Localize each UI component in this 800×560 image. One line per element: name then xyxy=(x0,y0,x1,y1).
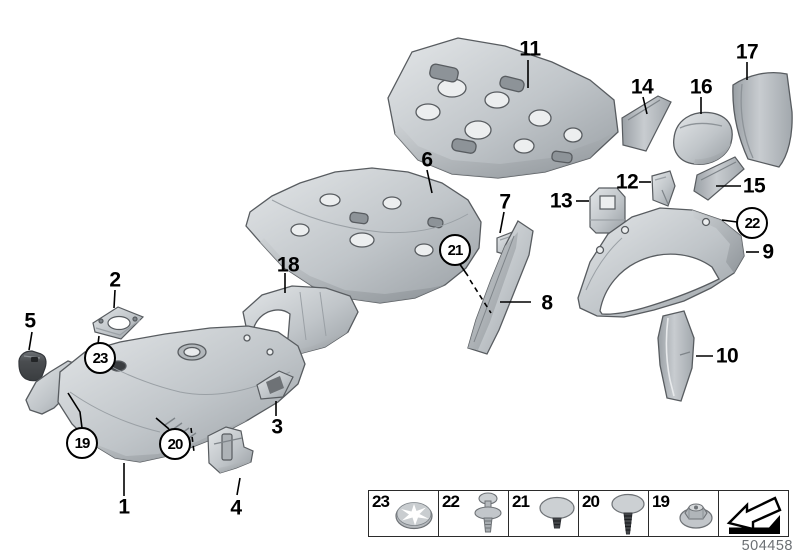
fastener-legend: 23 22 21 xyxy=(368,490,789,537)
legend-item-20[interactable]: 20 xyxy=(579,491,649,536)
direction-arrow-icon xyxy=(726,496,782,534)
part-10-shape[interactable] xyxy=(657,310,695,402)
star-lock-washer-icon xyxy=(395,502,433,530)
callout-5[interactable]: 5 xyxy=(24,309,36,333)
callout-7[interactable]: 7 xyxy=(499,190,511,214)
callout-20-circled[interactable]: 20 xyxy=(159,428,191,460)
part-9-shape[interactable] xyxy=(577,207,745,318)
part-14-shape[interactable] xyxy=(621,95,672,152)
callout-15[interactable]: 15 xyxy=(742,174,766,198)
part-4-shape[interactable] xyxy=(207,426,254,474)
part-15-shape[interactable] xyxy=(693,156,745,201)
part-13-shape[interactable] xyxy=(589,187,626,234)
callout-4[interactable]: 4 xyxy=(230,496,242,520)
leader-line-2 xyxy=(113,289,116,309)
legend-item-number: 19 xyxy=(652,492,670,511)
part-12-shape[interactable] xyxy=(651,170,676,207)
leader-line-21 xyxy=(458,262,469,277)
leader-line-14 xyxy=(642,96,648,115)
doc-number: 504458 xyxy=(741,538,793,554)
callout-21-circled[interactable]: 21 xyxy=(439,234,471,266)
screw-rivet-icon xyxy=(611,493,645,535)
part-3-shape[interactable] xyxy=(256,370,294,400)
part-16-shape[interactable] xyxy=(673,111,733,165)
leader-line-5 xyxy=(28,331,33,351)
callout-2[interactable]: 2 xyxy=(109,268,121,292)
legend-item-number: 22 xyxy=(442,492,460,511)
callout-13[interactable]: 13 xyxy=(549,189,573,213)
leader-line-21-dashed xyxy=(469,279,492,314)
callout-3[interactable]: 3 xyxy=(271,415,283,439)
legend-item-19[interactable]: 19 xyxy=(649,491,719,536)
leader-line-20 xyxy=(155,417,170,430)
callout-10[interactable]: 10 xyxy=(715,344,739,368)
part-2-shape[interactable] xyxy=(92,306,145,340)
callout-9[interactable]: 9 xyxy=(762,240,774,264)
callout-6[interactable]: 6 xyxy=(421,148,433,172)
legend-item-22[interactable]: 22 xyxy=(439,491,509,536)
legend-item-number: 23 xyxy=(372,492,390,511)
legend-item-number: 21 xyxy=(512,492,530,511)
leader-line-19 xyxy=(67,392,83,429)
mushroom-clip-icon xyxy=(539,496,575,529)
callout-22-circled[interactable]: 22 xyxy=(736,207,768,239)
callout-12[interactable]: 12 xyxy=(615,170,639,194)
callout-11[interactable]: 11 xyxy=(519,37,541,61)
callout-1[interactable]: 1 xyxy=(118,495,130,519)
callout-23-circled[interactable]: 23 xyxy=(84,342,116,374)
leader-line-4 xyxy=(236,477,241,496)
legend-item-number: 20 xyxy=(582,492,600,511)
part-5-shape[interactable] xyxy=(18,350,47,382)
callout-8[interactable]: 8 xyxy=(541,291,553,315)
part-6-shape[interactable] xyxy=(245,167,482,304)
callout-14[interactable]: 14 xyxy=(630,75,654,99)
leader-line-22 xyxy=(721,219,738,223)
plastic-nut-icon xyxy=(679,503,713,529)
part-11-shape[interactable] xyxy=(387,37,619,179)
callout-16[interactable]: 16 xyxy=(689,75,713,99)
leader-line-7 xyxy=(499,211,505,234)
leader-line-6 xyxy=(426,169,433,194)
callout-17[interactable]: 17 xyxy=(735,40,759,64)
part-17-shape[interactable] xyxy=(732,71,793,168)
legend-arrow-cell[interactable] xyxy=(719,491,788,536)
callout-18[interactable]: 18 xyxy=(276,253,300,277)
legend-item-23[interactable]: 23 xyxy=(369,491,439,536)
expanding-rivet-icon xyxy=(474,492,502,533)
callout-19-circled[interactable]: 19 xyxy=(66,427,98,459)
part-1-shape[interactable] xyxy=(25,325,306,463)
leader-line-20-dashed xyxy=(190,427,195,453)
part-8-shape[interactable] xyxy=(467,220,534,355)
legend-item-21[interactable]: 21 xyxy=(509,491,579,536)
